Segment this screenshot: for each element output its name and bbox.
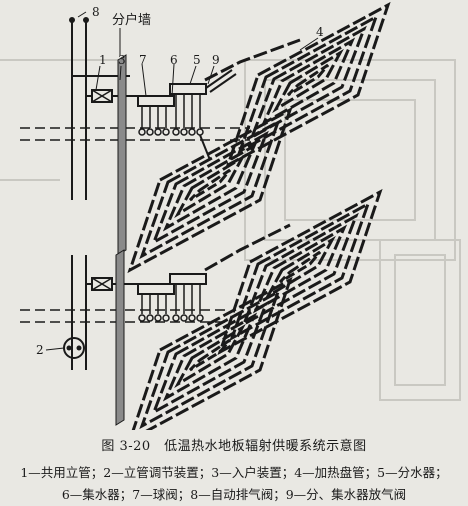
label-wall: 分户墙 [112,12,151,28]
auto-air-vent-icon [83,17,89,23]
label-3: 3 [118,53,126,67]
partition-wall [115,249,125,426]
auto-air-vent-icon [69,17,75,23]
label-8: 8 [92,5,100,19]
label-1: 1 [99,53,107,67]
label-9: 9 [212,53,220,67]
label-5: 5 [193,53,201,67]
supply-manifold [169,83,207,95]
return-manifold [137,95,175,107]
lower-floor-system [20,190,382,442]
supply-manifold [169,273,207,285]
label-6: 6 [170,53,178,67]
heating-coil-lower-lower [128,278,292,442]
legend-line-2: 6—集水器；7—球阀；8—自动排气阀；9—分、集水器放气阀 [61,487,407,502]
ball-valves [138,314,204,322]
background-bleed [0,59,461,401]
figure-caption: 图 3-20 低温热水地板辐射供暖系统示意图 [101,439,367,454]
label-7: 7 [139,53,147,67]
ball-valves [138,128,204,136]
heating-system-diagram: 8 分户墙 1 3 7 6 5 9 4 2 [0,3,461,442]
label-4: 4 [316,25,324,39]
return-manifold [137,283,175,295]
heating-coil-upper-right [226,3,390,167]
partition-wall [117,54,127,256]
upper-floor-system [20,3,390,272]
label-2: 2 [36,343,44,357]
legend-line-1: 1—共用立管；2—立管调节装置；3—入户装置；4—加热盘管；5—分水器； [20,465,448,480]
